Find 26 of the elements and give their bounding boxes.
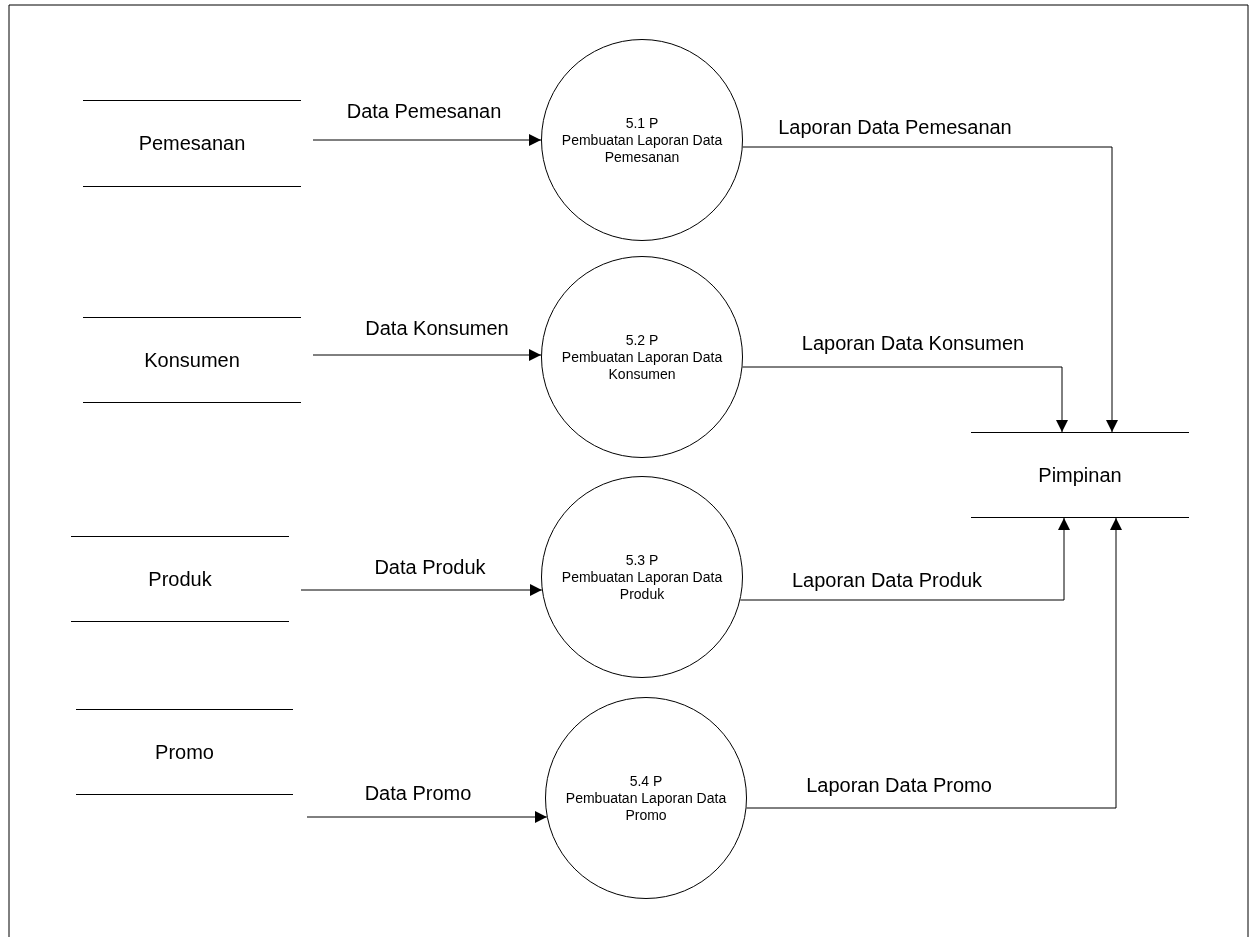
store-name: Konsumen (144, 348, 240, 372)
data-store (83, 100, 301, 187)
arrow (300, 584, 543, 596)
data-store (83, 317, 301, 403)
store-name: Produk (148, 567, 212, 591)
store-name: Pemesanan (138, 132, 246, 155)
data-store (971, 432, 1189, 518)
process-number: 5.1 P (624, 114, 660, 132)
process-name: Pembuatan Laporan Data Promo (564, 789, 728, 824)
process-number: 5.3 P (624, 551, 660, 569)
arrow (746, 517, 1122, 809)
process-number: 5.4 P (628, 772, 664, 790)
arrow (306, 811, 548, 823)
data-store (76, 709, 293, 795)
arrow (312, 349, 542, 361)
process-name: Pembuatan Laporan Data Pemesanan (560, 131, 724, 166)
arrow (312, 134, 542, 146)
store-name: Promo (155, 740, 214, 764)
arrow (739, 517, 1070, 601)
data-store (71, 536, 289, 622)
arrow (742, 366, 1068, 433)
process-name: Pembuatan Laporan Data Produk (560, 568, 724, 603)
arrow (742, 146, 1118, 433)
process-number: 5.2 P (624, 331, 660, 349)
store-name: Pimpinan (1038, 463, 1122, 487)
process-name: Pembuatan Laporan Data Konsumen (560, 348, 724, 383)
